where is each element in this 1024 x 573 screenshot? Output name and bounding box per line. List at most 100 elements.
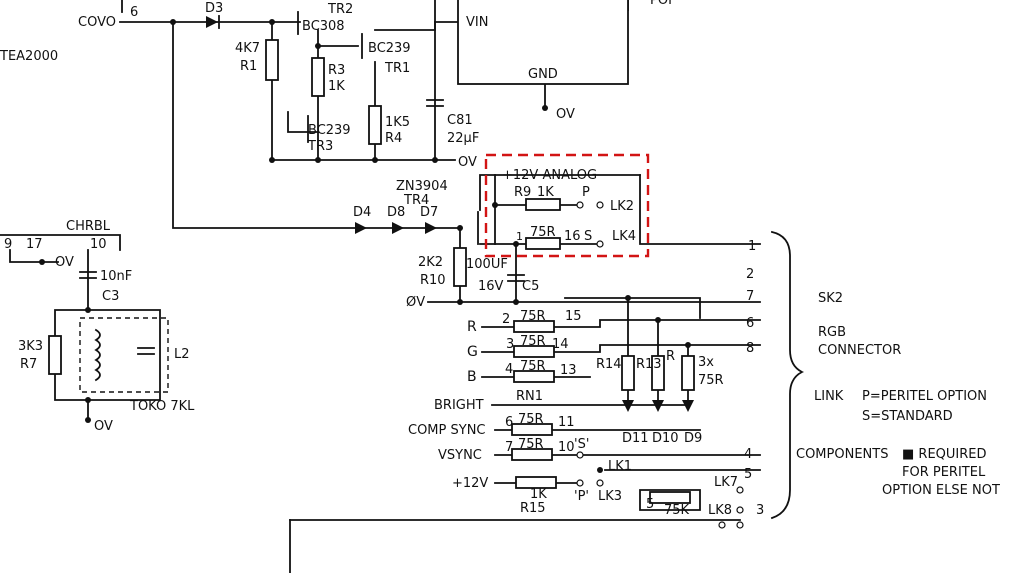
regulator-ic [457, 0, 629, 85]
diode-d9 [682, 400, 694, 412]
label-r9: R9 [514, 185, 531, 200]
label-c5-val: 100UF [466, 257, 508, 272]
label-pin6: 6 [130, 5, 138, 20]
label-pin10: 10 [90, 237, 107, 252]
toko-shield [79, 317, 169, 393]
label-covo: COVO [78, 15, 116, 30]
label-sk-6: 6 [746, 316, 754, 331]
wire-covo-down [172, 21, 361, 229]
label-c5-v: 16V [478, 279, 504, 294]
label-sk-8: 8 [746, 341, 754, 356]
label-p3: 3 [756, 503, 764, 518]
capacitor-c81 [426, 99, 444, 107]
label-n7: 7 [505, 440, 513, 455]
label-n4: 4 [505, 362, 513, 377]
resistor-r3 [311, 57, 325, 97]
label-d3: D3 [205, 1, 223, 16]
label-lk8: LK8 [708, 503, 732, 518]
resistor-r9 [525, 198, 561, 211]
diode-d3 [206, 16, 218, 28]
label-n13: 13 [560, 363, 577, 378]
label-tr1: TR1 [384, 61, 410, 76]
label-n11: 11 [558, 415, 575, 430]
label-link-p: P=PERITEL OPTION [862, 389, 987, 404]
diode-d11 [622, 400, 634, 412]
label-required: ■ REQUIRED [902, 447, 987, 462]
label-r10: R10 [420, 273, 446, 288]
label-option-else: OPTION ELSE NOT [882, 483, 1000, 498]
label-r10-val: 2K2 [418, 255, 443, 270]
label-for-peritel: FOR PERITEL [902, 465, 986, 480]
components [48, 0, 805, 520]
label-compsync: COMP SYNC [408, 423, 486, 438]
label-g-in: G [467, 344, 478, 360]
label-lk2: LK2 [610, 199, 634, 214]
diode-d10 [652, 400, 664, 412]
label-r15-val: 1K [530, 487, 547, 502]
label-r1: R1 [240, 59, 257, 74]
resistor-75r-cs [511, 423, 553, 436]
resistor-75k [649, 491, 691, 504]
label-lk7: LK7 [714, 475, 738, 490]
label-l2: L2 [174, 347, 190, 362]
junctions [39, 19, 691, 473]
label-bc239-tr3: BC239 [308, 123, 351, 138]
label-sk-7: 7 [746, 289, 754, 304]
label-bright: BRIGHT [434, 398, 484, 413]
resistor-r4 [368, 105, 382, 145]
label-pin1-small: 1 [516, 230, 523, 243]
label-75r-b: 75R [520, 359, 546, 374]
label-r15: R15 [520, 501, 546, 516]
resistor-r10 [453, 247, 467, 287]
label-d9: D9 [684, 431, 702, 446]
label-d8: D8 [387, 205, 405, 220]
label-75r-cs: 75R [518, 412, 544, 427]
label-zn3904: ZN3904 [396, 179, 448, 194]
label-sk-4: 4 [744, 447, 752, 462]
label-ov-rail: OV [458, 155, 477, 170]
capacitor-c3 [79, 271, 97, 279]
resistor-75r-top [525, 237, 561, 250]
label-75k: 75K [664, 503, 690, 518]
resistor-r7 [48, 335, 62, 375]
wire-sk7-bus [564, 297, 701, 319]
resistor-75r-r [513, 320, 555, 333]
label-ov-bottom: OV [94, 419, 113, 434]
label-r9-val: 1K [537, 185, 554, 200]
label-pin9: 9 [4, 237, 12, 252]
diode-d8 [392, 222, 404, 234]
label-r3x: 3x [698, 355, 714, 370]
label-toko: TOKO 7KL [129, 399, 195, 414]
label-r7: R7 [20, 357, 37, 372]
label-r7-val: 3K3 [18, 339, 43, 354]
label-lk3: LK3 [598, 489, 622, 504]
label-d4: D4 [353, 205, 371, 220]
label-r-in: R [467, 319, 477, 335]
label-tea2000: TEA2000 [0, 49, 58, 64]
label-c5: C5 [522, 279, 539, 294]
label-c3-val: 10nF [100, 269, 132, 284]
label-n15: 15 [565, 309, 582, 324]
label-bc239-tr1: BC239 [368, 41, 411, 56]
label-lk1: LK1 [608, 459, 632, 474]
capacitor-c5 [507, 274, 525, 282]
label-n2: 2 [502, 312, 510, 327]
label-sk-5: 5 [744, 467, 752, 482]
label-ov-reg: OV [556, 107, 575, 122]
label-pin17: 17 [26, 237, 43, 252]
label-p-mark: P [582, 185, 590, 200]
label-75r-top: 75R [530, 225, 556, 240]
label-analog: +12V ANALOG [502, 168, 597, 183]
label-n3: 3 [506, 337, 514, 352]
label-c3: C3 [102, 289, 119, 304]
label-c81-val: 22μF [447, 131, 479, 146]
diode-d7 [425, 222, 437, 234]
label-n6: 6 [505, 415, 513, 430]
label-rgb: RGB [818, 325, 846, 340]
wires [0, 0, 761, 573]
label-gnd: GND [528, 67, 558, 82]
label-p-lk3: 'P' [574, 489, 589, 504]
label-top-right: POF [650, 0, 676, 8]
label-75r-vs: 75R [518, 437, 544, 452]
